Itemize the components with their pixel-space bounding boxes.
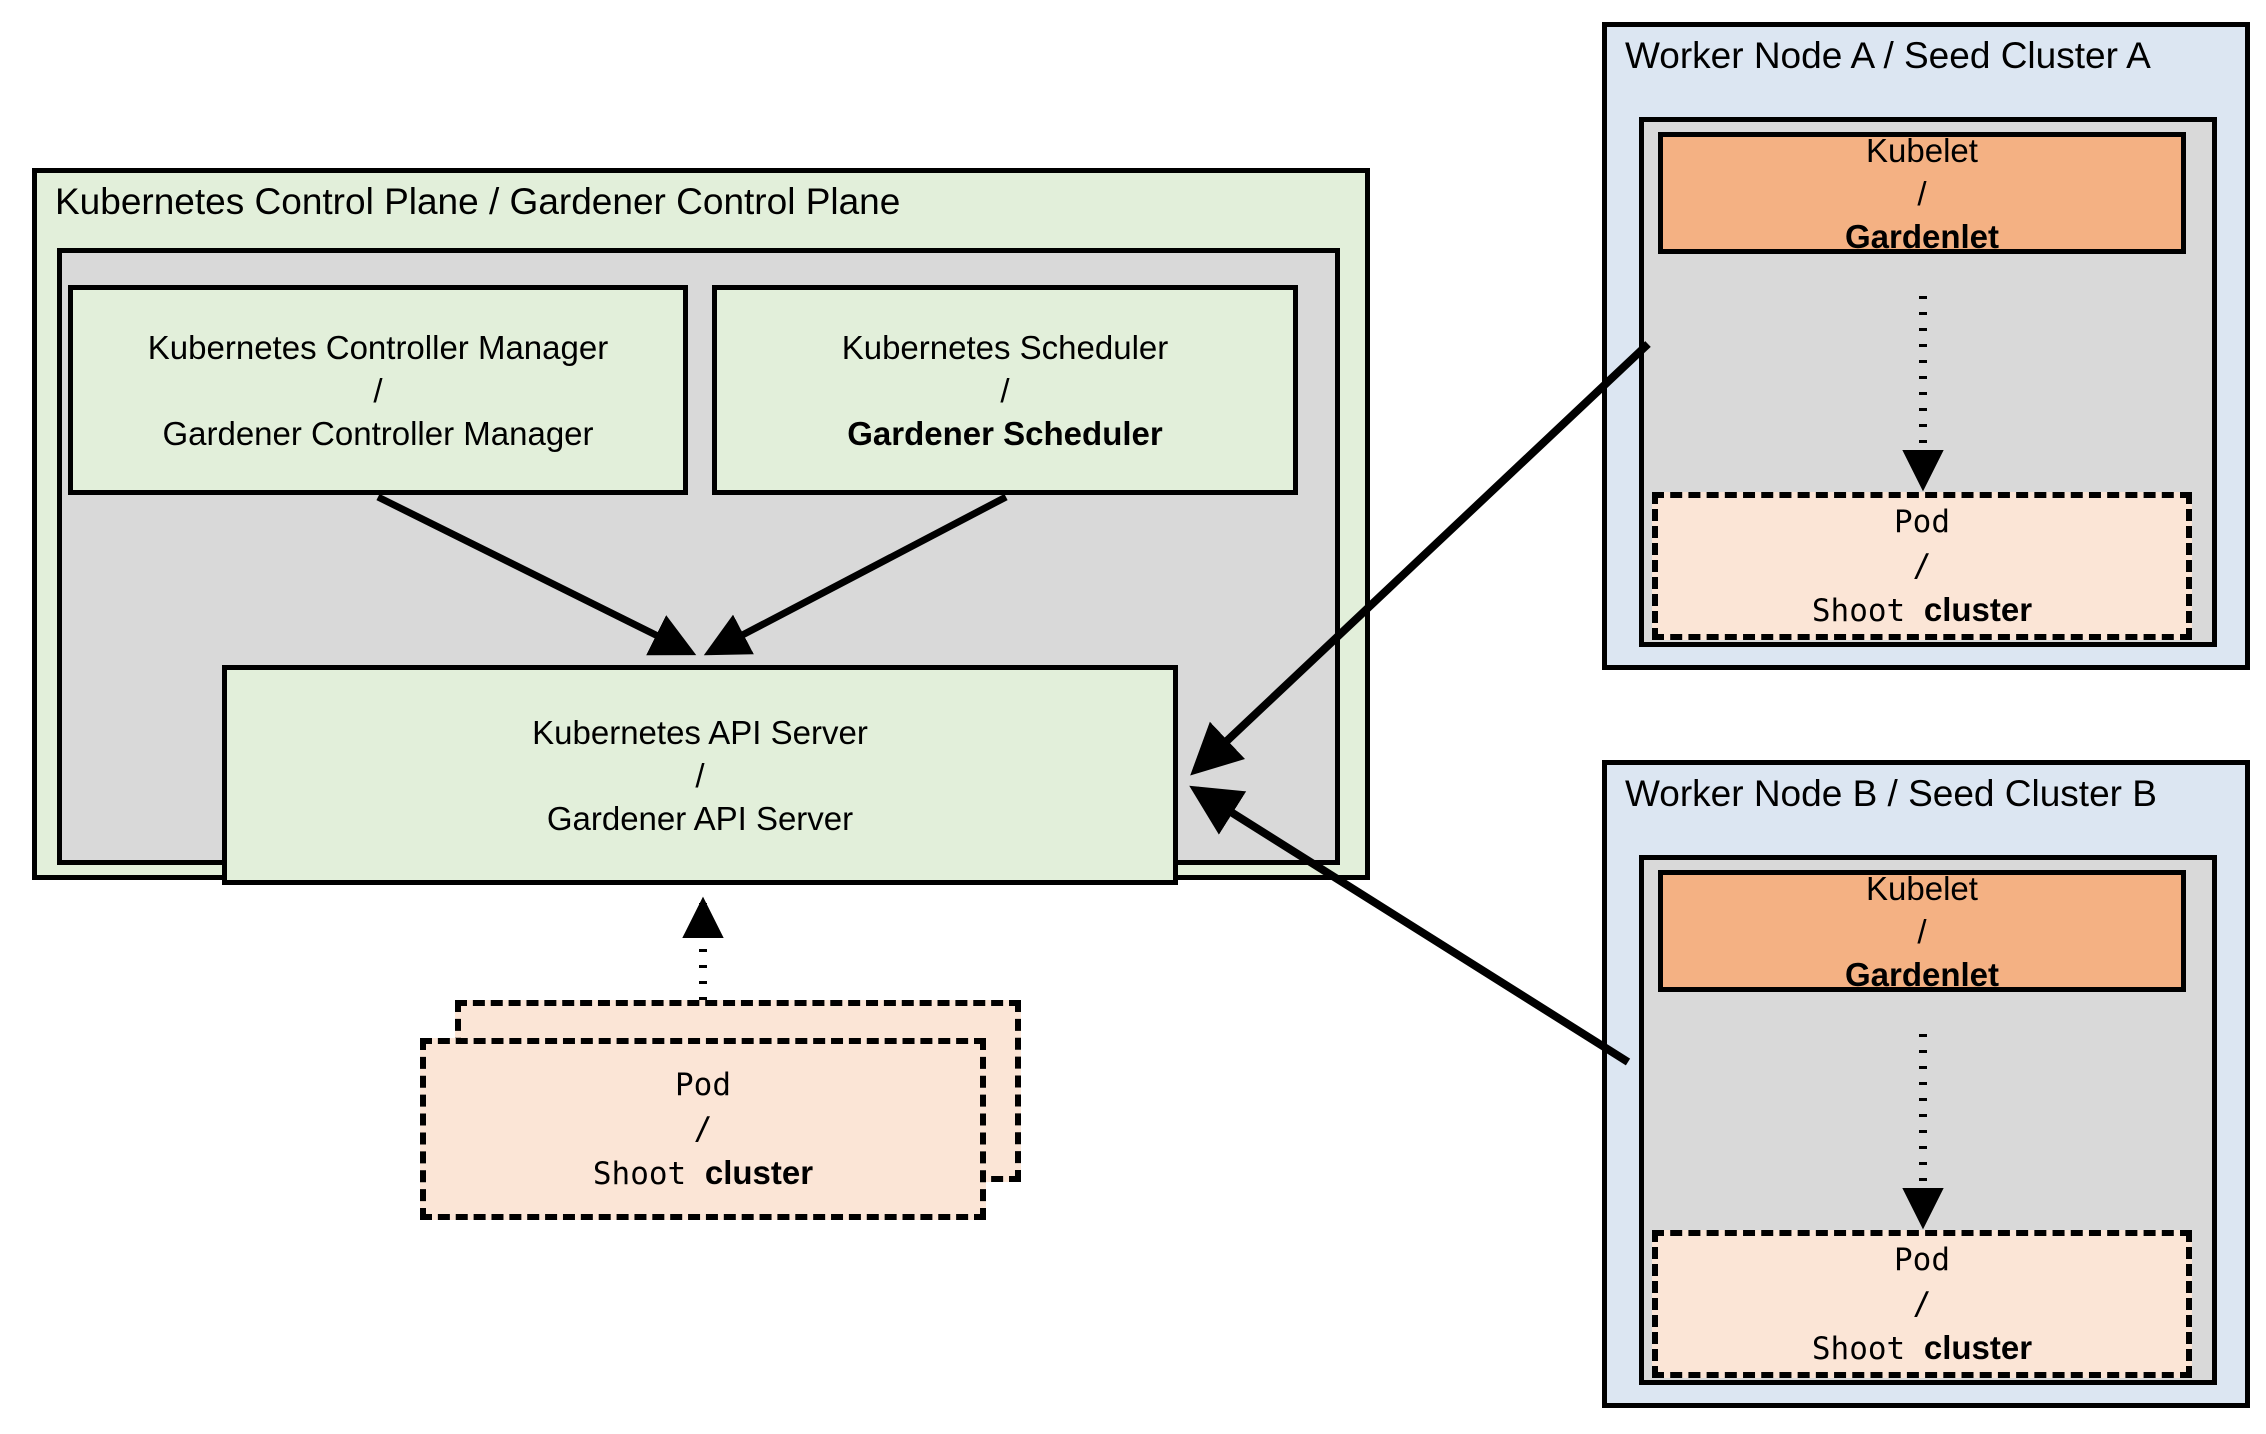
worker-node-b-pod-line2-bold: cluster: [1923, 1328, 2033, 1366]
worker-node-a-pod-separator: /: [1912, 547, 1932, 584]
worker-node-a-kubelet-box[interactable]: Kubelet / Gardenlet: [1658, 132, 2186, 255]
worker-node-b-kubelet-separator: /: [1917, 912, 1927, 950]
worker-node-b-pod-text: Pod / Shoot cluster: [1658, 1236, 2186, 1372]
worker-node-a-pod-line2-mono: Shoot: [1811, 592, 1924, 629]
kubernetes-scheduler-box[interactable]: Kubernetes Scheduler / Gardener Schedule…: [712, 285, 1298, 495]
worker-node-a-pod-box[interactable]: Pod / Shoot cluster: [1652, 492, 2192, 640]
worker-node-b-kubelet-line1: Kubelet: [1866, 869, 1978, 907]
kubernetes-api-server-box[interactable]: Kubernetes API Server / Gardener API Ser…: [222, 665, 1178, 885]
worker-node-b-pod-box[interactable]: Pod / Shoot cluster: [1652, 1230, 2192, 1378]
controller-manager-line1: Kubernetes Controller Manager: [147, 328, 609, 366]
api-server-line1: Kubernetes API Server: [532, 713, 868, 751]
api-server-separator: /: [695, 756, 705, 794]
control-plane-pod-line1: Pod: [675, 1066, 731, 1103]
worker-node-b-pod-line2-mono: Shoot: [1811, 1330, 1924, 1367]
control-plane-pod-line2: Shoot cluster: [593, 1151, 813, 1196]
worker-node-b-header: Worker Node B / Seed Cluster B: [1625, 773, 2157, 814]
worker-node-a-pod-line1: Pod: [1894, 503, 1950, 540]
controller-manager-text: Kubernetes Controller Manager / Gardener…: [73, 290, 683, 490]
control-plane-pod-text: Pod / Shoot cluster: [426, 1044, 980, 1214]
worker-node-b-kubelet-box[interactable]: Kubelet / Gardenlet: [1658, 870, 2186, 993]
worker-node-b-pod-separator: /: [1912, 1285, 1932, 1322]
worker-node-b-kubelet-text: Kubelet / Gardenlet: [1663, 870, 2181, 993]
controller-manager-separator: /: [373, 371, 383, 409]
control-plane-pod-separator: /: [693, 1110, 713, 1147]
scheduler-text: Kubernetes Scheduler / Gardener Schedule…: [717, 290, 1293, 490]
scheduler-line1: Kubernetes Scheduler: [841, 328, 1169, 366]
api-server-line2: Gardener API Server: [546, 799, 854, 837]
controller-manager-line2: Gardener Controller Manager: [162, 414, 594, 452]
scheduler-line2: Gardener Scheduler: [847, 414, 1163, 452]
worker-node-a-kubelet-line2: Gardenlet: [1844, 217, 2000, 255]
worker-node-a-pod-line2-bold: cluster: [1923, 590, 2033, 628]
worker-node-b-kubelet-line2: Gardenlet: [1844, 955, 2000, 993]
worker-node-b-pod-line2: Shoot cluster: [1812, 1326, 2032, 1371]
worker-node-a-pod-text: Pod / Shoot cluster: [1658, 498, 2186, 634]
worker-node-a-header: Worker Node A / Seed Cluster A: [1625, 35, 2151, 76]
worker-node-a-pod-line2: Shoot cluster: [1812, 588, 2032, 633]
control-plane-header: Kubernetes Control Plane / Gardener Cont…: [55, 181, 901, 222]
scheduler-separator: /: [1000, 371, 1010, 409]
worker-node-a-kubelet-separator: /: [1917, 174, 1927, 212]
control-plane-pod-line2-bold: cluster: [704, 1153, 814, 1191]
api-server-text: Kubernetes API Server / Gardener API Ser…: [227, 670, 1173, 880]
worker-node-a-kubelet-line1: Kubelet: [1866, 131, 1978, 169]
kubernetes-controller-manager-box[interactable]: Kubernetes Controller Manager / Gardener…: [68, 285, 688, 495]
worker-node-a-kubelet-text: Kubelet / Gardenlet: [1663, 132, 2181, 255]
control-plane-pod-line2-mono: Shoot: [592, 1155, 705, 1192]
control-plane-pod-box[interactable]: Pod / Shoot cluster: [420, 1038, 986, 1220]
worker-node-b-pod-line1: Pod: [1894, 1241, 1950, 1278]
